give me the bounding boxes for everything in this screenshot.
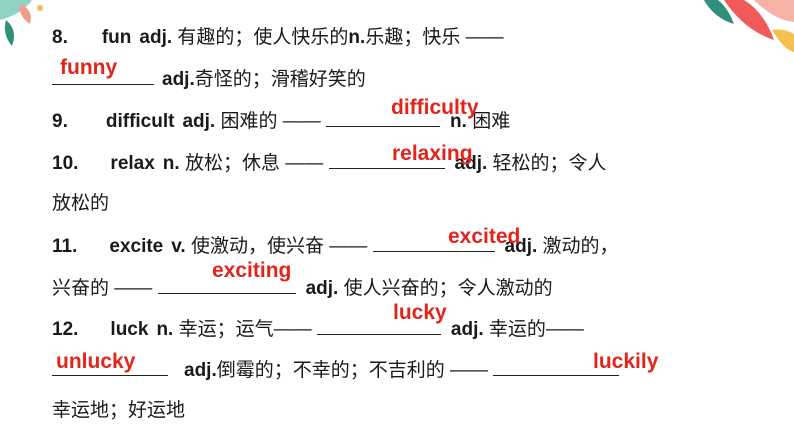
- term-text: adj.: [305, 278, 339, 299]
- term-text: n.: [348, 27, 366, 48]
- definition-text: 乐趣；快乐 ——: [365, 27, 504, 48]
- line-10-cont: 放松的: [52, 192, 109, 216]
- answer-difficulty: difficulty: [391, 96, 479, 119]
- answer-blank: [157, 275, 296, 294]
- line-12-end: 幸运地；好运地: [52, 399, 185, 423]
- term-text: v.: [171, 236, 186, 257]
- definition-text: 幸运地；好运地: [52, 400, 186, 421]
- line-12-luck: 12. luck n. 幸运；运气—— adj. 幸运的——: [52, 316, 584, 342]
- term-text: n.: [450, 111, 467, 132]
- definition-text: 奇怪的；滑稽好笑的: [194, 69, 366, 90]
- answer-blank: [328, 150, 445, 169]
- top-right-leaf-decoration: [704, 0, 794, 52]
- answer-lucky: lucky: [393, 301, 447, 324]
- definition-text: 放松；休息 ——: [179, 153, 329, 174]
- answer-blank: [372, 233, 495, 252]
- top-left-leaf-decoration: [0, 0, 43, 46]
- term-text: adj.: [162, 69, 195, 90]
- term-text: 8.: [52, 27, 68, 48]
- answer-blank: [52, 66, 154, 85]
- definition-text: 困难的 ——: [215, 111, 327, 132]
- answer-blank: [52, 357, 168, 376]
- answer-exciting: exciting: [212, 259, 292, 282]
- answer-blank: [316, 316, 441, 335]
- term-text: 10.: [52, 153, 79, 174]
- term-text: difficult: [105, 111, 175, 132]
- definition-text: 幸运的——: [483, 319, 584, 340]
- term-text: adj.: [450, 319, 484, 340]
- definition-text: 轻松的；令人: [487, 153, 607, 174]
- definition-text: 放松的: [52, 193, 110, 214]
- answer-blank: [326, 108, 441, 127]
- answer-relaxing: relaxing: [392, 142, 473, 165]
- answer-blank: [493, 357, 620, 376]
- line-12-cont: adj.倒霉的；不幸的；不吉利的 ——: [52, 357, 620, 383]
- term-text: adj.: [504, 236, 538, 257]
- answer-excited: excited: [448, 225, 521, 248]
- definition-text: 兴奋的 ——: [52, 278, 158, 299]
- answer-unlucky: unlucky: [56, 350, 136, 373]
- term-text: excite: [109, 236, 164, 257]
- term-text: adj.: [184, 360, 217, 381]
- line-11-excite: 11. excite v. 使激动，使兴奋 —— adj. 激动的，: [52, 233, 619, 259]
- term-text: fun: [101, 27, 132, 48]
- answer-luckily: luckily: [593, 350, 659, 373]
- definition-text: 幸运；运气——: [173, 319, 317, 340]
- definition-text: 有趣的；使人快乐的: [172, 27, 349, 48]
- definition-text: 困难: [466, 111, 511, 132]
- term-text: 9.: [52, 111, 68, 132]
- term-text: n.: [156, 319, 174, 340]
- definition-text: 倒霉的；不幸的；不吉利的 ——: [216, 360, 494, 381]
- term-text: adj.: [182, 111, 216, 132]
- term-text: 11.: [52, 236, 78, 257]
- definition-text: 激动的，: [537, 236, 619, 257]
- term-text: adj.: [139, 27, 173, 48]
- line-8-cont: adj.奇怪的；滑稽好笑的: [52, 66, 366, 92]
- term-text: n.: [162, 153, 180, 174]
- line-8-fun: 8. fun adj. 有趣的；使人快乐的n.乐趣；快乐 ——: [52, 26, 504, 50]
- line-9-difficult: 9. difficult adj. 困难的 —— n. 困难: [52, 108, 510, 134]
- term-text: luck: [110, 319, 149, 340]
- definition-text: 使激动，使兴奋 ——: [185, 236, 373, 257]
- answer-funny: funny: [60, 56, 118, 79]
- term-text: 12.: [52, 319, 79, 340]
- line-11-cont: 兴奋的 —— adj. 使人兴奋的；令人激动的: [52, 275, 553, 301]
- definition-text: 使人兴奋的；令人激动的: [338, 278, 553, 299]
- line-10-relax: 10. relax n. 放松；休息 —— adj. 轻松的；令人: [52, 150, 607, 176]
- term-text: relax: [110, 153, 155, 174]
- term-text: adj.: [454, 153, 488, 174]
